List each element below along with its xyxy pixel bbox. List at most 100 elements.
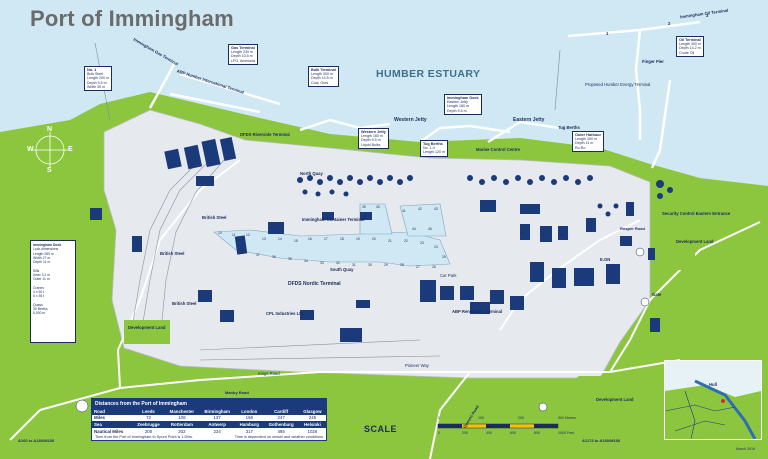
dock-legend: Immingham Dock Lock dimensions Length 26…: [30, 240, 76, 343]
kings-road-label: Kings Road: [258, 371, 280, 376]
berth-number: 20: [372, 237, 376, 241]
legend-row: Inner 3.2 m: [33, 272, 51, 277]
legend-row: Sills: [33, 268, 40, 273]
road-miles-cell: Miles: [94, 415, 105, 421]
berth-number: 23: [420, 241, 424, 245]
dfds-nordic-label: DFDS Nordic Terminal: [288, 281, 341, 287]
buildings: [90, 136, 660, 342]
manby-road-label: Manby Road: [225, 390, 249, 395]
legend-row: Length 260 m: [33, 251, 54, 256]
road-miles-cell: 247: [277, 415, 285, 421]
berth-number: 18: [340, 237, 344, 241]
water-label: HUMBER ESTUARY: [376, 68, 481, 80]
sea-header-cell: Zeebrugge: [132, 421, 165, 428]
berth-number: 32: [336, 261, 340, 265]
sea-miles-cell: 202: [178, 428, 186, 434]
development-land-east-label: Development Land: [676, 239, 714, 244]
legend-row: 4 x 50 t: [33, 289, 45, 294]
berth-number: 43: [434, 207, 438, 211]
infobox-bulk-terminal: Bulk Terminal Length 300 m Depth 14.5 m …: [308, 66, 339, 87]
berth-number: 10: [218, 231, 222, 235]
berth-number: 21: [388, 239, 392, 243]
scale-tick-label: 800: [534, 431, 540, 435]
a1173-label: A1173 to A180/M180: [582, 438, 621, 443]
berth-number: 44: [412, 227, 416, 231]
berth-number: 29: [384, 263, 388, 267]
berth-number: 19: [356, 237, 360, 241]
berth-number: 45: [428, 227, 432, 231]
berth-number: 40: [376, 205, 380, 209]
sea-header-cell: Antwerp: [199, 421, 236, 428]
distance-heading: Distances from the Port of Immingham: [92, 399, 326, 408]
road-header-cell: Cardiff: [263, 408, 299, 415]
berth-1-label: 1: [606, 31, 609, 36]
berth-number: 38: [240, 251, 244, 255]
tug-berths-label: Tug Berths: [558, 125, 580, 130]
road-header-cell: London: [235, 408, 264, 415]
gate-label: Gate: [652, 292, 662, 297]
scale-metric-label: 200: [518, 416, 524, 420]
distance-notes: Time from the Port of Immingham to Spurn…: [95, 435, 323, 440]
road-header-cell: Manchester: [164, 408, 200, 415]
container-terminal-label: Immingham Container Terminal: [302, 217, 365, 222]
legend-row: Outer 11 m: [33, 277, 50, 281]
berth-number: 27: [416, 265, 420, 269]
road-miles-cell: 168: [245, 415, 253, 421]
south-quay-label: South Quay: [330, 267, 354, 272]
road-header-cell: Road: [92, 408, 133, 415]
inner-basin: [399, 203, 447, 237]
british-steel-label: British Steel: [202, 215, 227, 220]
berth-number: 12: [246, 233, 250, 237]
roundabouts: [75, 247, 650, 413]
sea-header-cell: Helsinki: [298, 421, 326, 428]
sea-miles-cell: Nautical Miles: [94, 428, 124, 434]
berth-number: 41: [402, 209, 406, 213]
legend-row: 6 x 35 t: [33, 294, 45, 298]
jetty-lines: [148, 20, 701, 169]
british-steel-3-label: British Steel: [172, 301, 197, 306]
berth-number: 15: [294, 239, 298, 243]
dfds-riverside-label: DFDS Riverside Terminal: [240, 132, 290, 137]
berth-3-label: 3: [706, 13, 709, 18]
legend-row: Width 27 m: [33, 255, 51, 260]
scale-tick-label: 1000 Feet: [558, 431, 575, 435]
western-jetty-label: Western Jetty: [394, 117, 427, 123]
road-header-cell: Birmingham: [199, 408, 236, 415]
scale-tick-label: 200: [462, 431, 468, 435]
sea-miles-cell: 234: [213, 428, 221, 434]
berth-number: 11: [232, 233, 236, 237]
eastern-jetty-label: Eastern Jetty: [513, 117, 545, 123]
proposed-terminal-label: Proposed Humber Energy Terminal: [585, 82, 651, 87]
berth-number: 31: [352, 263, 356, 267]
berth-number: 24: [434, 245, 438, 249]
berth-number: 33: [320, 261, 324, 265]
map-credit: March 2016: [736, 447, 755, 451]
road-miles-cell: 72: [146, 415, 151, 421]
berth-number: 36: [272, 255, 276, 259]
scale-tick-label: 0: [438, 431, 440, 435]
infobox-eastern-jetty: Immingham Dock Eastern Jetty Length 160 …: [444, 94, 482, 115]
infobox-gas-terminal: Gas Terminal Length 230 m Depth 10.5 m L…: [228, 44, 259, 65]
legend-row: Depth 11 m: [33, 260, 51, 264]
page-title: Port of Immingham: [30, 6, 234, 31]
sea-header-cell: Sea: [92, 421, 133, 428]
road-miles-cell: 245: [308, 415, 317, 421]
e-on-label: E.ON: [600, 257, 611, 262]
development-land-south-label: Development Land: [596, 397, 634, 402]
inset-locator-map: Hull: [664, 360, 762, 440]
sea-header-cell: Gothenburg: [263, 421, 299, 428]
berth-number: 30: [368, 263, 372, 267]
inset-hull-label: Hull: [709, 382, 717, 387]
road-header-cell: Glasgow: [298, 408, 326, 415]
compass-rose: [32, 132, 68, 168]
infobox-western-jetty: Western Jetty Length 160 m Depth 9.5 m L…: [358, 128, 389, 149]
berth-number: 47: [540, 233, 544, 237]
legend-row: 30 Berths: [33, 306, 48, 311]
